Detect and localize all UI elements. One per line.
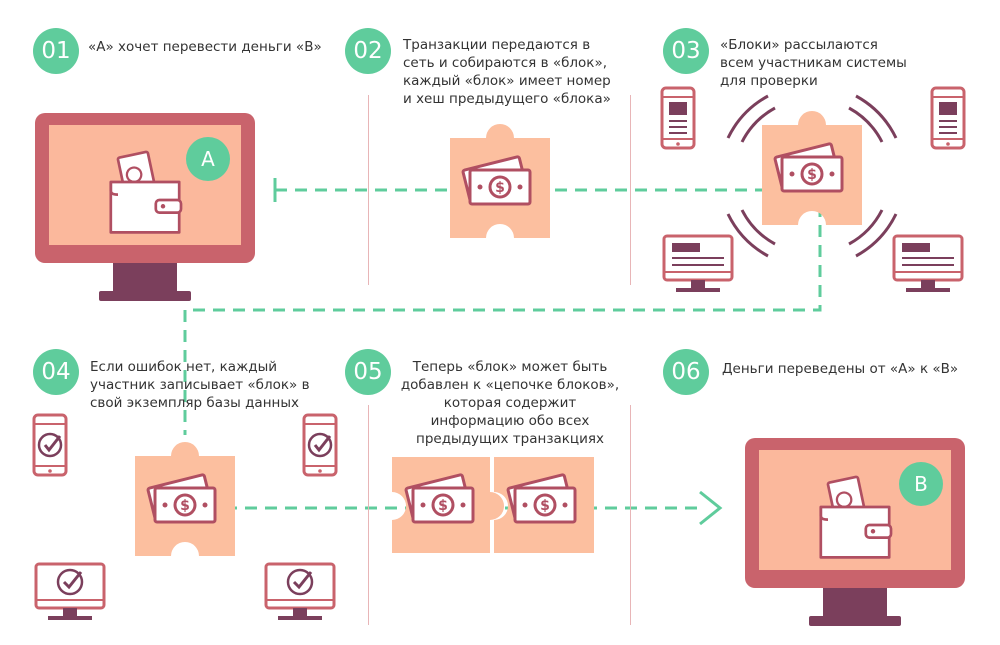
divider-2-3	[630, 95, 631, 285]
sender-badge: A	[186, 137, 230, 181]
smartphone-check-icon-right	[304, 415, 336, 475]
step-04-text: Если ошибок нет, каждый участник записыв…	[90, 359, 310, 411]
signal-waves-icon	[726, 94, 898, 258]
laptop-check-icon-left	[36, 564, 104, 620]
laptop-icon-step3-left	[664, 236, 732, 292]
step-01-number: 01	[33, 28, 79, 74]
step-02-text: Транзакции передаются в сеть и собираютс…	[403, 37, 611, 107]
laptop-check-icon-right	[266, 564, 334, 620]
divider-4-5	[368, 405, 369, 625]
divider-5-6	[630, 405, 631, 625]
step-04-number: 04	[33, 349, 79, 395]
step-06-number: 06	[663, 349, 709, 395]
step-02-number: 02	[345, 28, 391, 74]
smartphone-check-icon-left	[34, 415, 66, 475]
step-03-number: 03	[663, 28, 709, 74]
step-05-text: Теперь «блок» может быть добавлен к «цеп…	[400, 359, 620, 447]
flow-connector-top	[183, 188, 822, 435]
laptop-icon-step3-right	[894, 236, 962, 292]
divider-1-2	[368, 95, 369, 285]
step-03-text: «Блоки» рассылаются всем участникам сист…	[720, 37, 907, 89]
smartphone-icon-step3-right	[932, 88, 964, 148]
step-01-text: «А» хочет перевести деньги «В»	[88, 39, 322, 55]
step-06-text: Деньги переведены от «А» к «В»	[722, 361, 959, 377]
step-05-number: 05	[345, 349, 391, 395]
arrow-right-icon	[699, 490, 723, 526]
smartphone-icon-step3-left	[662, 88, 694, 148]
receiver-badge: B	[899, 462, 943, 506]
